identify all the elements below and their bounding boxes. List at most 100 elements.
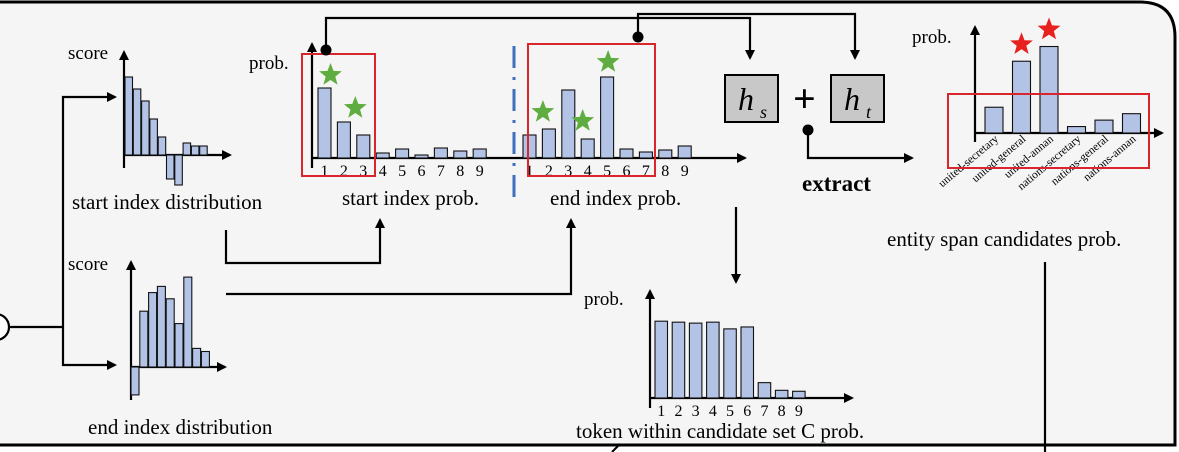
start-prob-tick: 4 xyxy=(379,163,387,180)
candidate-tick: 5 xyxy=(726,403,734,420)
ht-box xyxy=(830,74,885,123)
start-prob-bar xyxy=(375,152,390,159)
bottom-wire-stub xyxy=(611,443,621,452)
start-dist-bar xyxy=(157,136,167,156)
start-dist-bar xyxy=(165,154,175,180)
candidate-bar xyxy=(706,321,720,399)
entity-bar xyxy=(1094,119,1114,134)
end-dist-bar xyxy=(156,285,166,368)
index-prob-ylabel: prob. xyxy=(249,53,289,74)
end-dist-score-label: score xyxy=(68,254,108,275)
candidate-caption: token within candidate set C prob. xyxy=(576,419,864,443)
entity-bar xyxy=(1011,60,1032,134)
end-prob-bar xyxy=(638,151,653,159)
start-prob-tick: 9 xyxy=(476,163,484,180)
end-prob-tick: 5 xyxy=(603,163,611,180)
end-dist-bar xyxy=(183,276,193,368)
entity-bar xyxy=(1066,126,1087,134)
candidate-tick: 9 xyxy=(795,403,803,420)
extract-dot xyxy=(802,124,814,136)
start-prob-bar xyxy=(433,147,448,159)
end-prob-tick: 7 xyxy=(642,163,650,180)
end-index-distribution-chart xyxy=(126,260,227,400)
start-prob-tick: 6 xyxy=(418,163,426,180)
start-dist-bar xyxy=(190,145,200,156)
end-dist-bar xyxy=(192,347,202,368)
start-dist-bar xyxy=(174,154,183,186)
start-dist-bar xyxy=(199,145,208,156)
end-dist-bar xyxy=(130,366,140,396)
end-highlight-box xyxy=(527,43,656,177)
end-prob-bar xyxy=(658,149,673,159)
end-prob-bar xyxy=(541,128,556,159)
start-prob-caption: start index prob. xyxy=(342,186,479,210)
end-dist-bar xyxy=(148,292,158,368)
entity-ylabel: prob. xyxy=(912,27,952,48)
end-prob-bar xyxy=(677,145,692,159)
ht-symbol: h xyxy=(844,81,860,117)
start-prob-tick: 7 xyxy=(437,163,445,180)
ht-subscript: t xyxy=(866,102,872,122)
wire-start-to-hs xyxy=(324,16,755,60)
end-prob-tick: 4 xyxy=(584,163,592,180)
start-prob-tick: 1 xyxy=(321,163,329,180)
wire-extract xyxy=(806,132,914,163)
wire-start-dist-to-start-prob xyxy=(224,218,385,265)
candidate-bar xyxy=(757,382,772,399)
start-prob-bar xyxy=(356,134,371,159)
green-star-icon xyxy=(571,109,595,131)
end-prob-bar xyxy=(580,138,595,159)
end-dist-bar xyxy=(200,350,210,368)
candidate-bar xyxy=(654,320,669,399)
candidate-bar xyxy=(688,322,703,399)
green-star-icon xyxy=(531,100,555,122)
end-prob-bar xyxy=(600,76,615,159)
start-dist-score-label: score xyxy=(68,43,108,64)
start-tap-dot xyxy=(320,44,332,56)
candidate-bar xyxy=(740,326,755,399)
end-prob-tick: 1 xyxy=(526,163,534,180)
candidate-tick: 6 xyxy=(743,403,751,420)
start-prob-bar xyxy=(395,148,410,159)
end-tap-dot xyxy=(632,31,644,43)
green-star-icon xyxy=(319,63,342,85)
extract-label: extract xyxy=(802,171,871,196)
start-dist-bar xyxy=(149,118,158,156)
wire-to-end-dist xyxy=(61,327,117,370)
entity-bar xyxy=(1121,113,1142,134)
start-dist-bar xyxy=(132,88,142,156)
end-prob-caption: end index prob. xyxy=(550,186,681,210)
start-prob-bar xyxy=(336,121,351,159)
start-highlight-box xyxy=(301,53,376,177)
end-prob-tick: 6 xyxy=(623,163,631,180)
end-dist-caption: end index distribution xyxy=(88,415,273,439)
wire-end-to-ht xyxy=(636,12,860,60)
entity-bar xyxy=(1039,45,1059,134)
entity-highlight-box xyxy=(947,93,1150,169)
start-dist-bar xyxy=(124,76,134,156)
start-prob-tick: 5 xyxy=(398,163,406,180)
candidate-tick: 1 xyxy=(657,403,665,420)
entity-caption: entity span candidates prob. xyxy=(887,227,1121,251)
hs-symbol: h xyxy=(738,81,754,117)
green-star-icon xyxy=(343,96,367,118)
end-dist-bar xyxy=(174,323,184,368)
end-prob-tick: 9 xyxy=(681,163,689,180)
start-prob-tick: 8 xyxy=(456,163,464,180)
start-index-distribution-chart xyxy=(119,50,232,186)
end-prob-tick: 3 xyxy=(564,163,572,180)
candidate-tick: 8 xyxy=(778,403,786,420)
hs-subscript: s xyxy=(760,102,767,122)
end-prob-bar xyxy=(561,89,576,159)
start-prob-bar xyxy=(414,154,429,159)
wire-to-start-dist xyxy=(61,92,117,327)
plus-sign: + xyxy=(793,76,816,121)
candidate-ylabel: prob. xyxy=(584,289,624,310)
hs-box xyxy=(724,74,779,123)
candidate-bar xyxy=(774,389,789,399)
candidate-tick: 7 xyxy=(760,403,768,420)
